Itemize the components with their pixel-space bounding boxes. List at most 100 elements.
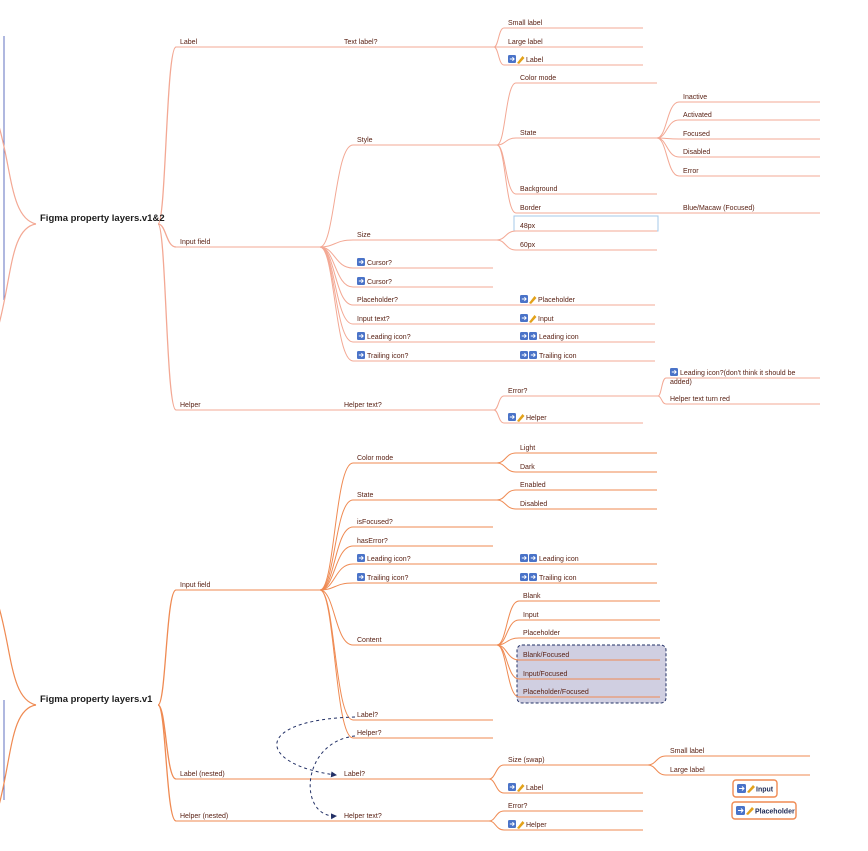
node-placeholder[interactable]: Placeholder xyxy=(516,295,655,306)
node-helper[interactable]: Helper xyxy=(504,820,643,831)
node-label: Input field xyxy=(180,239,210,246)
node-enabled[interactable]: Enabled xyxy=(516,482,657,491)
node-label[interactable]: Label? xyxy=(353,712,493,721)
node-label: Input xyxy=(538,316,554,323)
node-helper-text[interactable]: Helper text? xyxy=(340,813,489,822)
node-error[interactable]: Error? xyxy=(504,803,643,812)
node-leading-icon[interactable]: Leading icon? xyxy=(353,332,493,343)
node-state[interactable]: State xyxy=(516,130,657,139)
node-size[interactable]: Size xyxy=(353,232,497,241)
node-trailing-icon[interactable]: Trailing icon? xyxy=(353,573,493,584)
node-cursor[interactable]: Cursor? xyxy=(353,277,493,288)
node-error[interactable]: Error xyxy=(679,168,820,177)
node-content[interactable]: Content xyxy=(353,637,497,646)
node-helper-text-turn-red[interactable]: Helper text turn red xyxy=(666,396,820,405)
node-label: Style xyxy=(357,137,373,144)
node-state[interactable]: State xyxy=(353,492,497,501)
node-label: Helper xyxy=(526,415,547,422)
node-activated[interactable]: Activated xyxy=(679,112,820,121)
link-icon xyxy=(508,55,516,63)
node-haserror[interactable]: hasError? xyxy=(353,538,493,547)
node-helper-text[interactable]: Helper text? xyxy=(340,402,494,411)
root-node-figma-property-layers-v1-2[interactable]: Figma property layers.v1&2 xyxy=(40,213,165,224)
node-trailing-icon[interactable]: Trailing icon xyxy=(516,573,657,584)
link-icon xyxy=(520,314,528,322)
node-helper-nested[interactable]: Helper (nested) xyxy=(176,813,340,822)
node-label-nested[interactable]: Label (nested) xyxy=(176,771,340,780)
node-label: Placeholder? xyxy=(357,297,398,304)
node-label: Blue/Macaw (Focused) xyxy=(683,205,755,212)
node-label[interactable]: Label xyxy=(504,55,643,66)
node-placeholder[interactable]: Placeholder? xyxy=(353,297,493,306)
node-input-field[interactable]: Input field xyxy=(176,239,320,248)
node-60px[interactable]: 60px xyxy=(516,242,657,251)
node-focused[interactable]: Focused xyxy=(679,131,820,140)
link-icon xyxy=(357,258,365,266)
node-label: Placeholder xyxy=(523,630,561,637)
floating-placeholder-component[interactable]: Placeholder xyxy=(731,801,797,820)
node-label[interactable]: Label xyxy=(176,39,340,48)
link-icon xyxy=(520,295,528,303)
node-cursor[interactable]: Cursor? xyxy=(353,258,493,269)
node-inactive[interactable]: Inactive xyxy=(679,94,820,103)
node-label: Helper xyxy=(180,402,201,409)
node-dark[interactable]: Dark xyxy=(516,464,657,473)
node-text-label[interactable]: Text label? xyxy=(340,39,494,48)
node-helper[interactable]: Helper xyxy=(504,413,643,424)
node-label: hasError? xyxy=(357,538,388,545)
node-label[interactable]: Label? xyxy=(340,771,489,780)
node-label: Blank xyxy=(523,593,541,600)
root-node-figma-property-layers-v1[interactable]: Figma property layers.v1 xyxy=(40,694,153,705)
node-label: Label xyxy=(526,785,544,792)
node-label: Dark xyxy=(520,464,535,471)
node-large-label[interactable]: Large label xyxy=(504,39,643,48)
node-blank-focused[interactable]: Blank/Focused xyxy=(519,652,660,661)
node-disabled[interactable]: Disabled xyxy=(516,501,657,510)
node-label: State xyxy=(357,492,373,499)
link-icon xyxy=(508,413,516,421)
node-isfocused[interactable]: isFocused? xyxy=(353,519,493,528)
node-placeholder[interactable]: Placeholder xyxy=(519,630,660,639)
node-blank[interactable]: Blank xyxy=(519,593,660,602)
node-48px[interactable]: 48px xyxy=(516,223,657,232)
floating-input-component[interactable]: Input xyxy=(732,779,778,798)
node-label: Label xyxy=(180,39,198,46)
node-leading-icon[interactable]: Leading icon xyxy=(516,554,657,565)
node-trailing-icon[interactable]: Trailing icon xyxy=(516,351,655,362)
node-size-swap[interactable]: Size (swap) xyxy=(504,757,648,766)
node-placeholder-focused[interactable]: Placeholder/Focused xyxy=(519,689,660,698)
node-error[interactable]: Error? xyxy=(504,388,658,397)
node-style[interactable]: Style xyxy=(353,137,497,146)
node-small-label[interactable]: Small label xyxy=(666,748,810,757)
node-helper[interactable]: Helper xyxy=(176,402,340,411)
node-label: Placeholder/Focused xyxy=(523,689,589,696)
node-blue-macaw-focused[interactable]: Blue/Macaw (Focused) xyxy=(679,205,820,214)
node-leading-icon-don-t-think-it-should-be[interactable]: Leading icon?(don't think it should bead… xyxy=(666,368,820,386)
node-large-label[interactable]: Large label xyxy=(666,767,810,776)
node-border[interactable]: Border xyxy=(516,205,657,214)
node-color-mode[interactable]: Color mode xyxy=(516,75,657,84)
node-input-focused[interactable]: Input/Focused xyxy=(519,671,660,680)
node-helper[interactable]: Helper? xyxy=(353,730,493,739)
node-input-field[interactable]: Input field xyxy=(176,582,320,591)
node-disabled[interactable]: Disabled xyxy=(679,149,820,158)
node-input[interactable]: Input xyxy=(516,314,655,325)
pencil-icon xyxy=(517,821,525,829)
node-leading-icon[interactable]: Leading icon? xyxy=(353,554,493,565)
node-small-label[interactable]: Small label xyxy=(504,20,643,29)
node-trailing-icon[interactable]: Trailing icon? xyxy=(353,351,493,362)
node-label: Cursor? xyxy=(367,279,392,286)
pencil-icon xyxy=(747,785,755,793)
node-leading-icon[interactable]: Leading icon xyxy=(516,332,655,343)
floating-input-label: Input xyxy=(756,787,774,794)
node-label: Trailing icon xyxy=(539,353,577,360)
node-color-mode[interactable]: Color mode xyxy=(353,455,497,464)
node-light[interactable]: Light xyxy=(516,445,657,454)
node-input-text[interactable]: Input text? xyxy=(353,316,493,325)
node-label: Cursor? xyxy=(367,260,392,267)
node-input[interactable]: Input xyxy=(519,612,660,621)
node-background[interactable]: Background xyxy=(516,186,657,195)
node-label[interactable]: Label xyxy=(504,783,643,794)
link-icon xyxy=(508,783,516,791)
